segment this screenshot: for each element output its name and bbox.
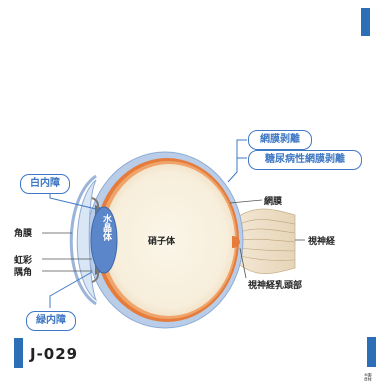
bottom-right-bar <box>367 337 376 367</box>
bottom-left-bar <box>14 338 23 368</box>
optic-disc-label: 視神経乳頭部 <box>248 281 303 291</box>
diabetic-retinal-detachment-label: 糖尿病性網膜剥離 <box>265 154 345 165</box>
optic-disc <box>232 236 240 248</box>
cataract-callout: 白内障 <box>20 174 70 194</box>
vitreous-body <box>103 164 235 316</box>
figure-code: J-029 <box>30 345 79 363</box>
lens <box>90 206 118 274</box>
iris-label: 虹彩 <box>14 256 33 266</box>
retinal-detachment-label: 網膜剥離 <box>260 134 300 145</box>
lens-label-text: 水晶体 <box>101 214 111 241</box>
retinal-detachment-callout: 網膜剥離 <box>248 130 312 150</box>
angle-label: 隅角 <box>14 268 33 278</box>
diabetic-retinal-detachment-callout: 糖尿病性網膜剥離 <box>248 150 362 170</box>
top-right-bar <box>361 8 370 36</box>
optic-nerve-bundle <box>235 208 296 275</box>
retina-label: 網膜 <box>264 197 283 207</box>
lens-label: 水晶体 <box>98 214 112 241</box>
vitreous-label: 硝子体 <box>148 237 176 247</box>
glaucoma-callout: 緑内障 <box>26 311 76 331</box>
cornea <box>76 179 98 302</box>
stray-mark: 請 <box>364 373 372 382</box>
cornea-label: 角膜 <box>14 229 33 239</box>
glaucoma-label: 緑内障 <box>36 315 66 326</box>
optic-nerve-label: 視神経 <box>308 237 336 247</box>
cataract-label: 白内障 <box>30 178 60 189</box>
